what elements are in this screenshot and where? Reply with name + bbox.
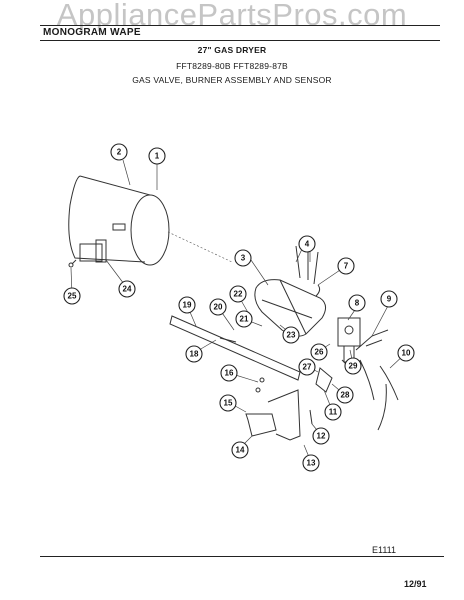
callout-12: 12 xyxy=(312,427,330,445)
svg-text:2: 2 xyxy=(117,148,122,157)
callout-29: 29 xyxy=(344,357,362,375)
callout-19: 19 xyxy=(178,296,196,314)
svg-text:23: 23 xyxy=(287,331,296,340)
callout-1: 1 xyxy=(148,147,166,165)
svg-text:4: 4 xyxy=(305,240,310,249)
valve-bracket xyxy=(245,377,313,441)
callout-22: 22 xyxy=(229,285,247,303)
svg-text:27: 27 xyxy=(303,363,312,372)
callout-24: 24 xyxy=(118,280,136,298)
svg-text:12: 12 xyxy=(317,432,326,441)
svg-text:9: 9 xyxy=(387,295,392,304)
callout-25: 25 xyxy=(63,287,81,305)
burner-tube xyxy=(169,315,301,381)
top-rule xyxy=(40,25,440,26)
page-subtitle: GAS VALVE, BURNER ASSEMBLY AND SENSOR xyxy=(132,75,332,85)
svg-text:7: 7 xyxy=(344,262,349,271)
svg-text:13: 13 xyxy=(307,459,316,468)
callout-23: 23 xyxy=(282,326,300,344)
revision-date: 12/91 xyxy=(404,579,427,589)
callout-13: 13 xyxy=(302,454,320,472)
callout-10: 10 xyxy=(397,344,415,362)
svg-text:16: 16 xyxy=(225,369,234,378)
svg-text:10: 10 xyxy=(402,349,411,358)
callout-3: 3 xyxy=(234,249,252,267)
svg-text:25: 25 xyxy=(68,292,77,301)
section-label: MONOGRAM WAPE xyxy=(43,27,141,38)
diagram-code: E1111 xyxy=(372,545,397,555)
svg-text:20: 20 xyxy=(214,303,223,312)
callout-11: 11 xyxy=(324,403,342,421)
svg-text:24: 24 xyxy=(123,285,132,294)
header-rule xyxy=(40,40,440,41)
svg-text:3: 3 xyxy=(241,254,246,263)
svg-text:1: 1 xyxy=(155,152,160,161)
footer-rule xyxy=(40,556,444,557)
callout-4: 4 xyxy=(298,235,316,253)
gas-valve xyxy=(337,317,399,431)
callout-18: 18 xyxy=(185,345,203,363)
drum xyxy=(68,175,233,266)
callout-28: 28 xyxy=(336,386,354,404)
page-title: 27" GAS DRYER xyxy=(197,45,267,55)
callout-14: 14 xyxy=(231,441,249,459)
svg-text:21: 21 xyxy=(240,315,249,324)
sensor-terminal-block xyxy=(68,239,107,268)
callout-20: 20 xyxy=(209,298,227,316)
svg-text:18: 18 xyxy=(190,350,199,359)
callout-9: 9 xyxy=(380,290,398,308)
svg-text:19: 19 xyxy=(183,301,192,310)
callout-16: 16 xyxy=(220,364,238,382)
callout-7: 7 xyxy=(337,257,355,275)
svg-text:22: 22 xyxy=(234,290,243,299)
callout-2: 2 xyxy=(110,143,128,161)
callout-27: 27 xyxy=(298,358,316,376)
svg-text:29: 29 xyxy=(349,362,358,371)
callout-15: 15 xyxy=(219,394,237,412)
callout-8: 8 xyxy=(348,294,366,312)
burner-assembly xyxy=(254,245,326,337)
callout-21: 21 xyxy=(235,310,253,328)
model-numbers: FFT8289-80B FFT8289-87B xyxy=(176,61,288,71)
watermark: AppliancePartsPros.com xyxy=(56,0,408,32)
svg-text:14: 14 xyxy=(236,446,245,455)
svg-text:28: 28 xyxy=(341,391,350,400)
svg-text:11: 11 xyxy=(329,408,338,417)
svg-text:26: 26 xyxy=(315,348,324,357)
svg-text:8: 8 xyxy=(355,299,360,308)
svg-text:15: 15 xyxy=(224,399,233,408)
callout-26: 26 xyxy=(310,343,328,361)
